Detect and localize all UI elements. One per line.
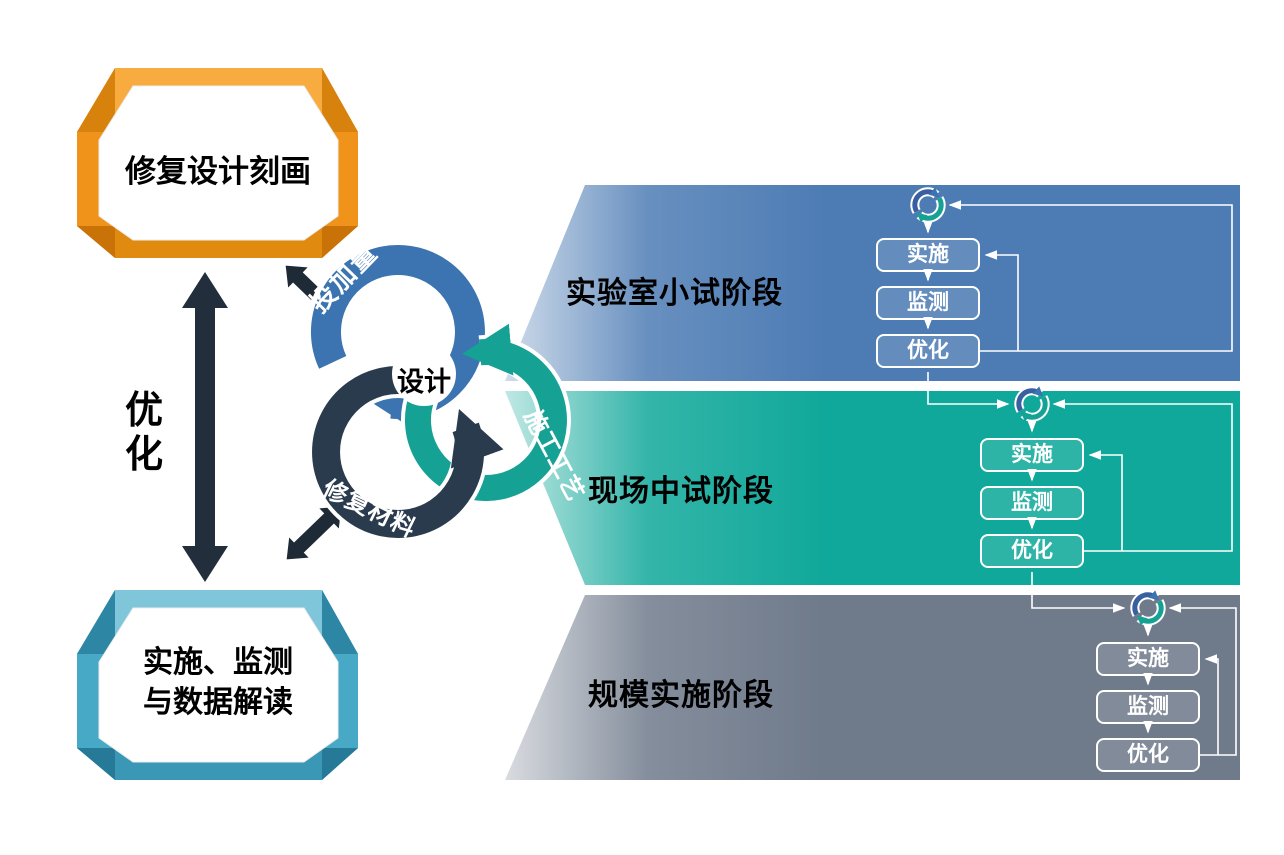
step-box-monitor: 监测 — [876, 286, 980, 320]
bottom-box-line2: 与数据解读 — [143, 686, 293, 719]
step-box-monitor: 监测 — [1096, 690, 1200, 724]
step-box-optimize: 优化 — [1096, 738, 1200, 772]
stage-label-field-pilot: 现场中试阶段 — [588, 475, 774, 508]
optimize-double-arrow — [182, 272, 228, 582]
stage-band-full-scale — [505, 595, 1240, 780]
step-box-optimize: 优化 — [980, 534, 1084, 568]
stage-label-laboratory: 实验室小试阶段 — [566, 277, 783, 310]
step-box-implement: 实施 — [980, 438, 1084, 472]
step-box-implement: 实施 — [1096, 642, 1200, 676]
link-arrow-top — [285, 265, 341, 319]
bottom-box-line1: 实施、监测 — [143, 646, 293, 679]
step-box-implement: 实施 — [876, 238, 980, 272]
bottom-box-label: 实施、监测 与数据解读 — [98, 643, 338, 723]
stage-label-full-scale: 规模实施阶段 — [588, 679, 774, 712]
ring-material-label: 修复材料 — [318, 475, 421, 544]
stage-band-laboratory — [505, 185, 1240, 381]
step-box-monitor: 监测 — [980, 486, 1084, 520]
top-box-label: 修复设计刻画 — [125, 154, 311, 189]
optimize-label: 优化 — [124, 390, 163, 476]
ring-material — [312, 366, 504, 538]
ring-dosage-label: 投加量 — [304, 237, 384, 318]
step-box-optimize: 优化 — [876, 334, 980, 368]
stage-band-field-pilot — [505, 391, 1240, 585]
link-arrow-bottom — [286, 506, 342, 560]
design-center-label: 设计 — [397, 367, 451, 397]
